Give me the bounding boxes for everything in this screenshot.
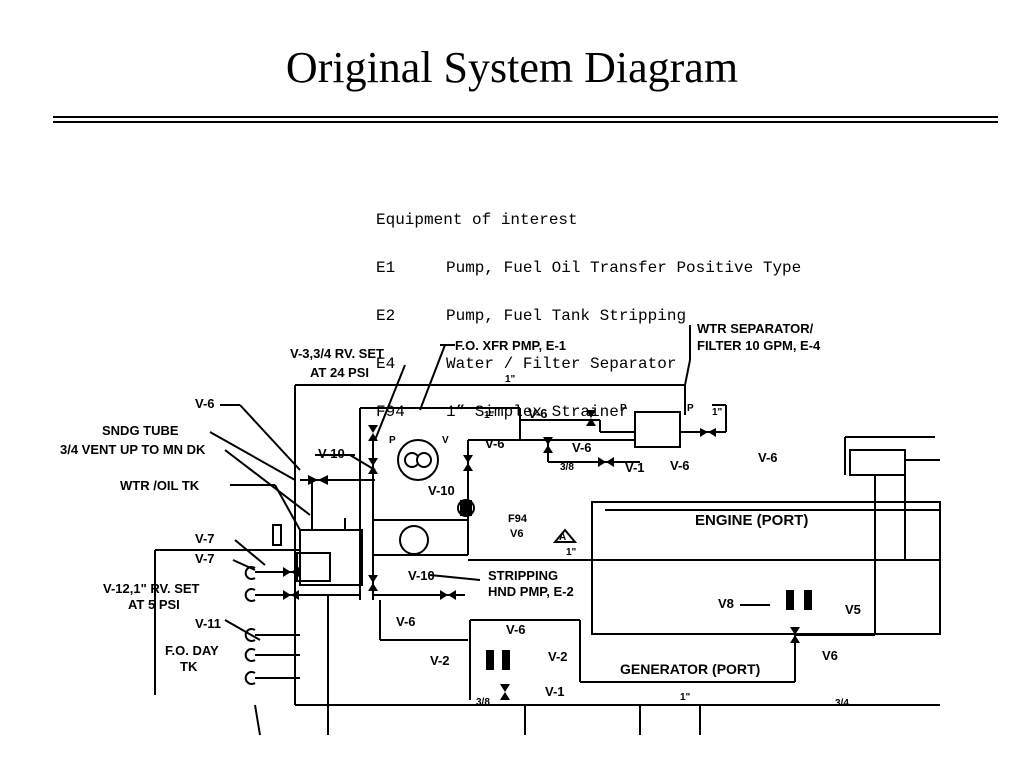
label-v10: V-10 — [408, 568, 435, 583]
valve-icon — [790, 627, 800, 643]
equipment-legend: Equipment of interest E1 Pump, Fuel Oil T… — [376, 184, 801, 448]
valve-icon — [283, 590, 299, 600]
label-v12-setpoint: AT 5 PSI — [128, 597, 180, 612]
day-tank-connections — [244, 566, 256, 685]
piping-schematic: V-3,3/4 RV. SET AT 24 PSI F.O. XFR PMP, … — [60, 321, 941, 736]
valve-icon — [700, 428, 716, 437]
label-v6: V6 — [510, 528, 523, 540]
label-v6: V-6 — [506, 622, 526, 637]
legend-item: E1 Pump, Fuel Oil Transfer Positive Type — [376, 256, 801, 280]
label-pipe-size: 3/8 — [560, 462, 574, 473]
label-pressure-gauge: P — [687, 403, 694, 414]
equipment-symbols — [272, 411, 681, 555]
pump-rotor-icon — [416, 452, 432, 468]
valve-icon — [440, 590, 456, 600]
valve-icon — [368, 458, 378, 474]
f94-strainer-body-icon — [460, 500, 472, 516]
label-vent: 3/4 VENT UP TO MN DK — [60, 442, 206, 457]
legend-item: E4 Water / Filter Separator — [376, 352, 801, 376]
label-v2: V-2 — [548, 649, 568, 664]
title-rule-bottom — [53, 121, 998, 123]
valve-icon — [463, 455, 473, 471]
valve-icon — [543, 437, 553, 453]
label-a-marker: A — [559, 532, 566, 543]
label-tk: TK — [180, 659, 198, 674]
valve-symbols — [283, 410, 812, 700]
label-v5: V5 — [845, 602, 861, 617]
label-v11: V-11 — [195, 616, 221, 631]
legend-heading: Equipment of interest — [376, 211, 578, 229]
label-pressure-gauge: P — [389, 435, 396, 446]
label-water-separator: WTR SEPARATOR/ — [697, 321, 814, 336]
title-rule-top — [53, 116, 998, 118]
label-v7: V-7 — [195, 531, 215, 546]
label-v10: V-10 — [318, 446, 345, 461]
label-v8: V8 — [718, 596, 734, 611]
valve-icon — [368, 425, 378, 441]
label-pressure-gauge: P — [620, 403, 627, 414]
valve-icon — [586, 410, 596, 426]
label-f94-strainer: F94 — [508, 513, 528, 525]
label-pipe-size: 3/4 — [835, 698, 849, 709]
label-v6: V-6 — [195, 396, 215, 411]
label-engine-port: ENGINE (PORT) — [695, 512, 808, 529]
label-v3-setpoint: AT 24 PSI — [310, 365, 369, 380]
label-v1: V-1 — [625, 460, 645, 475]
legend-code: E2 — [376, 307, 396, 325]
a-marker-icon — [552, 528, 578, 543]
label-v3-relief-valve: V-3,3/4 RV. SET — [290, 346, 384, 361]
legend-code: E4 — [376, 355, 396, 373]
label-pipe-size: 1" — [484, 410, 495, 421]
label-v6: V-6 — [396, 614, 416, 629]
label-v10: V-10 — [428, 483, 455, 498]
sight-glass-icon — [272, 524, 282, 546]
label-pipe-size: 1" — [566, 547, 577, 558]
label-hand-pump: HND PMP, E-2 — [488, 584, 574, 599]
legend-item: E2 Pump, Fuel Tank Stripping — [376, 304, 801, 328]
legend-code: E1 — [376, 259, 396, 277]
label-v7: V-7 — [195, 551, 215, 566]
pipe-lines — [154, 325, 941, 736]
v2-actuator-icon — [502, 650, 510, 670]
label-v6: V-6 — [572, 440, 592, 455]
label-vacuum-gauge: V — [442, 435, 449, 446]
label-v6: V-6 — [485, 436, 505, 451]
valve-icon — [500, 684, 510, 700]
legend-text: Water / Filter Separator — [446, 355, 677, 373]
label-fo-day-tank: F.O. DAY — [165, 643, 219, 658]
label-pipe-size: 3/8 — [476, 697, 490, 708]
water-separator-icon — [634, 411, 681, 448]
v5-actuator-icon — [804, 590, 812, 610]
label-fo-xfr-pump: F.O. XFR PMP, E-1 — [455, 338, 566, 353]
label-wtr-oil-tank: WTR /OIL TK — [120, 478, 200, 493]
valve-icon — [283, 567, 299, 577]
valve-icon — [308, 475, 328, 485]
legend-text: Pump, Fuel Tank Stripping — [446, 307, 687, 325]
label-filter: FILTER 10 GPM, E-4 — [697, 338, 821, 353]
page-title: Original System Diagram — [285, 43, 739, 92]
label-v12-relief-valve: V-12,1" RV. SET — [103, 581, 200, 596]
label-v1: V-1 — [545, 684, 565, 699]
stripping-pump-icon — [399, 525, 429, 555]
label-pipe-size: 1" — [712, 407, 723, 418]
v8-actuator-icon — [786, 590, 794, 610]
label-v2: V-2 — [430, 653, 450, 668]
label-pipe-size: 1" — [505, 374, 516, 385]
label-stripping: STRIPPING — [488, 568, 558, 583]
label-v6: V-6 — [670, 458, 690, 473]
v2-actuator-icon — [486, 650, 494, 670]
valve-icon — [368, 575, 378, 591]
label-generator-port: GENERATOR (PORT) — [620, 661, 760, 677]
legend-text: Pump, Fuel Oil Transfer Positive Type — [446, 259, 802, 277]
label-v6: V6 — [822, 648, 838, 663]
valve-icon — [598, 457, 614, 467]
label-pipe-size: 1" — [680, 692, 691, 703]
label-sndg-tube: SNDG TUBE — [102, 423, 179, 438]
label-v6: V-6 — [758, 450, 778, 465]
label-v6: V-6 — [528, 406, 548, 421]
